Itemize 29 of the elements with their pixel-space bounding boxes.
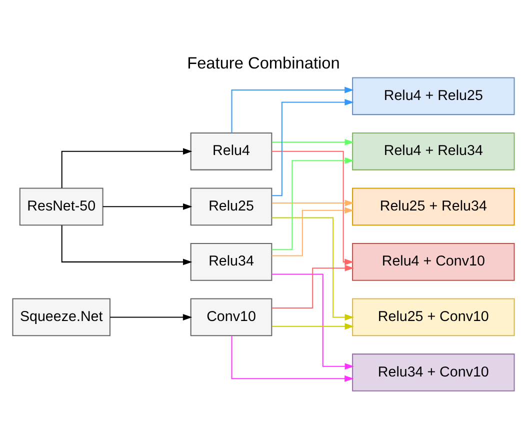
arrow	[272, 138, 354, 145]
node-box: Relu34	[190, 242, 272, 280]
arrow	[231, 335, 354, 382]
arrow	[61, 148, 192, 188]
arrow	[272, 264, 354, 308]
node-box: Squeeze.Net	[12, 298, 110, 336]
node-box: Conv10	[190, 298, 272, 336]
node-box: Relu4	[190, 132, 272, 170]
node-box: Relu4 + Relu25	[352, 76, 515, 115]
arrow	[102, 202, 192, 210]
arrow	[272, 199, 354, 206]
arrow	[61, 224, 192, 265]
arrow	[272, 156, 354, 250]
arrow	[272, 216, 354, 320]
node-box: Relu25	[190, 187, 272, 226]
diagram-title: Feature Combination	[187, 54, 340, 72]
node-box: ResNet-50	[19, 187, 104, 226]
arrow	[231, 86, 354, 132]
node-box: Relu34 + Conv10	[352, 353, 515, 391]
arrow	[272, 206, 354, 256]
node-box: Relu4 + Relu34	[352, 132, 515, 170]
arrow	[272, 273, 354, 370]
node-box: Relu25 + Conv10	[352, 298, 515, 336]
arrow	[272, 322, 354, 330]
arrow	[272, 98, 354, 196]
node-box: Relu25 + Relu34	[352, 187, 515, 226]
arrow	[110, 313, 192, 320]
node-box: Relu4 + Conv10	[352, 242, 515, 280]
arrow	[272, 150, 354, 265]
